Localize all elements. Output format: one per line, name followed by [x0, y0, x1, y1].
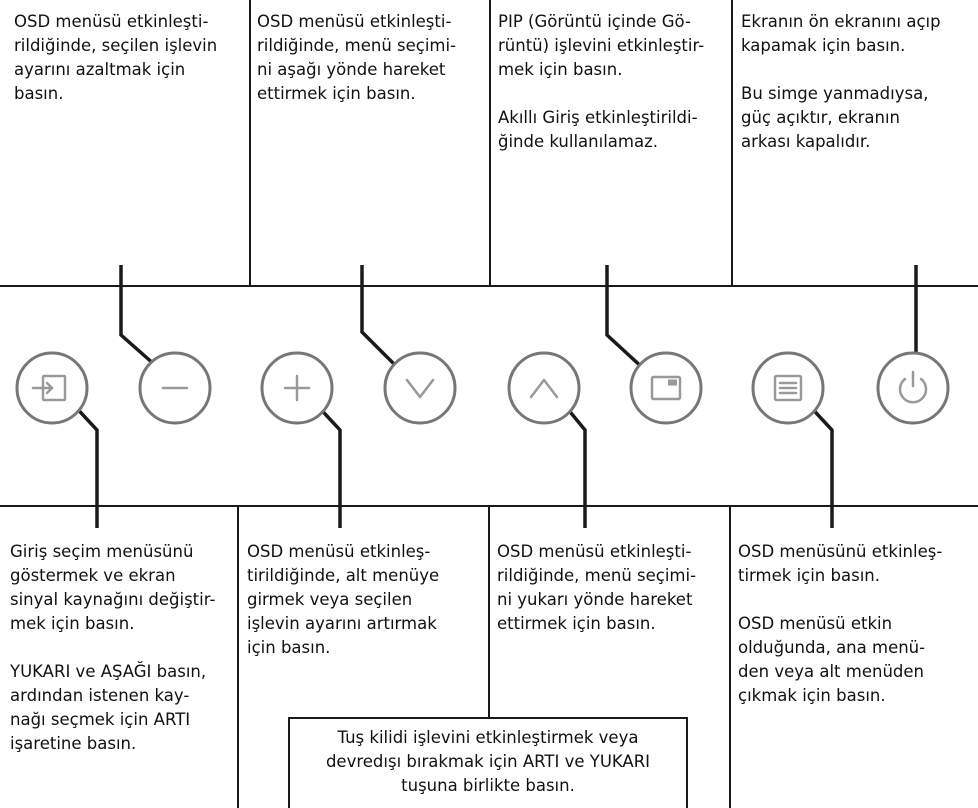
top-box-pip — [489, 0, 733, 287]
top-desc-power-text-1: Ekranın ön ekranını açıp kapamak için ba… — [741, 12, 941, 55]
up-button[interactable] — [507, 351, 581, 425]
callout-line-menu — [804, 400, 834, 528]
bottom-box-input — [0, 505, 239, 808]
bottom-desc-input-text-2: YUKARI ve AŞAĞI basın, ardından istenen … — [10, 662, 207, 753]
power-icon — [898, 370, 928, 404]
top-desc-pip-text-2: Akıllı Giriş etkinleştirildi- ğinde kull… — [498, 108, 698, 151]
bottom-box-up — [488, 505, 731, 808]
bottom-desc-input-text-1: Giriş seçim menüsünü göstermek ve ekran … — [10, 542, 216, 633]
top-box-minus — [0, 0, 251, 287]
bottom-desc-menu: OSD menüsünü etkinleş- tirmek için basın… — [738, 540, 974, 708]
bottom-desc-menu-text-2: OSD menüsü etkin olduğunda, ana menü- de… — [738, 614, 926, 705]
bottom-box-plus — [237, 505, 490, 808]
menu-icon — [773, 374, 803, 402]
bottom-desc-up: OSD menüsü etkinleşti- rildiğinde, menü … — [497, 540, 727, 636]
top-desc-pip-text-1: PIP (Görüntü içinde Gö- rüntü) işlevini … — [498, 12, 705, 79]
top-box-down — [249, 0, 491, 287]
key-lock-note: Tuş kilidi işlevini etkinleştirmek veya … — [288, 717, 688, 808]
callout-line-up — [560, 400, 587, 528]
top-desc-down: OSD menüsü etkinleşti- rildiğinde, menü … — [257, 10, 485, 106]
down-button[interactable] — [383, 351, 457, 425]
top-desc-power-text-2: Bu simge yanmadıysa, güç açıktır, ekranı… — [741, 84, 929, 151]
pip-icon — [650, 375, 682, 401]
callout-line-plus — [312, 400, 342, 528]
bottom-box-menu — [729, 505, 978, 808]
bottom-desc-plus: OSD menüsü etkinleş- tirildiğinde, alt m… — [247, 540, 487, 660]
top-box-power — [731, 0, 978, 287]
chevron-down-icon — [405, 378, 435, 399]
top-desc-minus-text: OSD menüsü etkinleşti- rildiğinde, seçil… — [14, 12, 218, 103]
plus-icon — [283, 374, 311, 402]
top-desc-power: Ekranın ön ekranını açıp kapamak için ba… — [741, 10, 973, 154]
top-desc-minus: OSD menüsü etkinleşti- rildiğinde, seçil… — [14, 10, 246, 106]
bottom-desc-menu-text-1: OSD menüsünü etkinleş- tirmek için basın… — [738, 542, 943, 585]
top-desc-pip: PIP (Görüntü içinde Gö- rüntü) işlevini … — [498, 10, 728, 154]
input-source-icon — [31, 374, 67, 402]
pip-button[interactable] — [629, 351, 703, 425]
bottom-desc-input: Giriş seçim menüsünü göstermek ve ekran … — [10, 540, 236, 756]
power-button[interactable] — [876, 351, 950, 425]
top-desc-down-text: OSD menüsü etkinleşti- rildiğinde, menü … — [257, 12, 457, 103]
bottom-desc-plus-text: OSD menüsü etkinleş- tirildiğinde, alt m… — [247, 542, 440, 657]
callout-line-input — [69, 400, 99, 528]
bottom-desc-up-text: OSD menüsü etkinleşti- rildiğinde, menü … — [497, 542, 697, 633]
chevron-up-icon — [529, 378, 559, 399]
